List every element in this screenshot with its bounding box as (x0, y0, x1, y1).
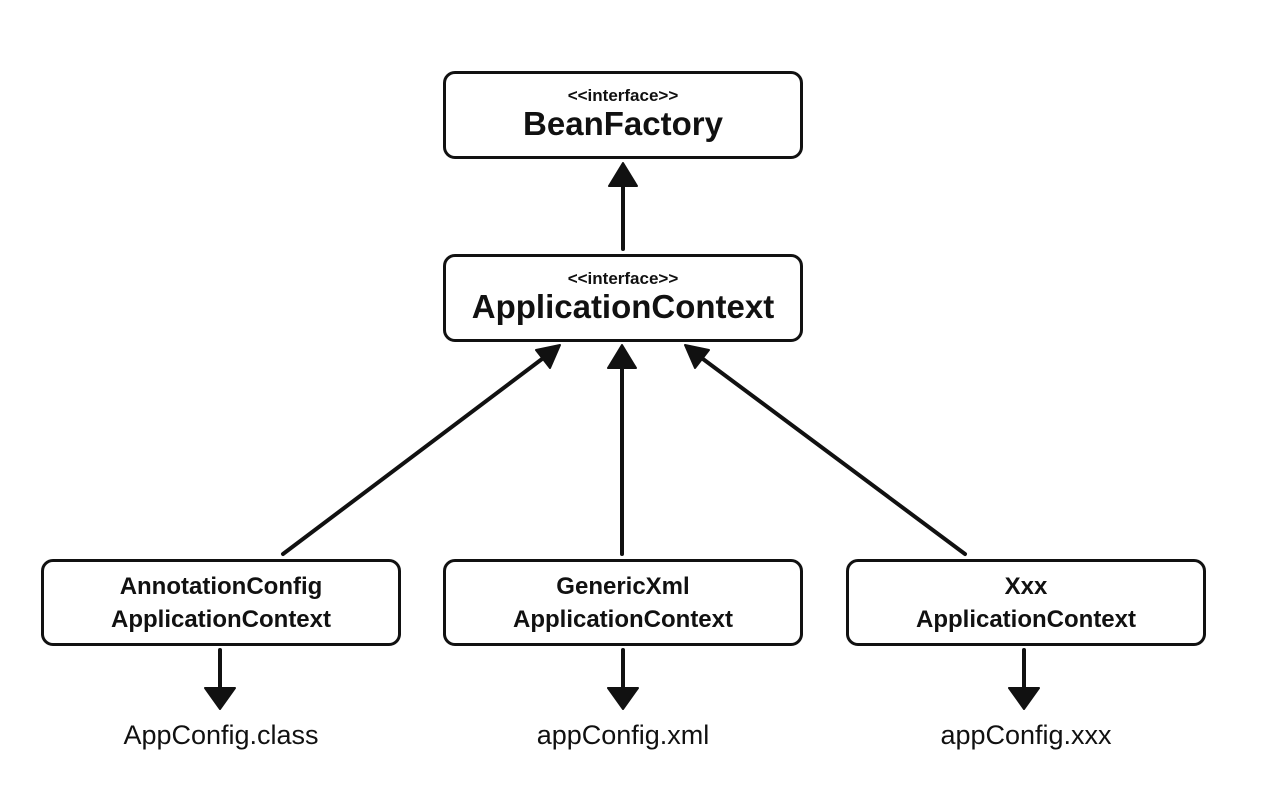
arrowhead-applicationcontext-left (535, 344, 561, 369)
class-name-line1: AnnotationConfig (119, 572, 323, 600)
applicationcontext-interface-box: <<interface>> ApplicationContext (443, 254, 803, 342)
config-source-label: appConfig.xxx (940, 720, 1112, 750)
arrowhead-beanfactory (608, 162, 638, 187)
beanfactory-interface-box: <<interface>> BeanFactory (443, 71, 803, 159)
config-source-label: AppConfig.class (123, 720, 319, 750)
class-name-line2: ApplicationContext (513, 605, 733, 633)
class-name-line1: Xxx (1004, 572, 1048, 600)
class-name-line2: ApplicationContext (111, 605, 331, 633)
arrowhead-annotation-config (204, 687, 236, 710)
interface-name: BeanFactory (523, 105, 723, 142)
class-name-line1: GenericXml (556, 572, 690, 600)
arrowhead-xxx-config (1008, 687, 1040, 710)
interface-stereotype: <<interface>> (567, 86, 679, 105)
annotationconfig-class-box: AnnotationConfig ApplicationContext (41, 559, 401, 646)
genericxml-class-box: GenericXml ApplicationContext (443, 559, 803, 646)
arrow-annotation-to-applicationcontext (281, 357, 544, 556)
xxx-class-box: Xxx ApplicationContext (846, 559, 1206, 646)
arrowhead-applicationcontext-center (607, 344, 637, 369)
arrowhead-applicationcontext-right (684, 344, 710, 369)
class-name-line2: ApplicationContext (916, 605, 1136, 633)
arrow-xxx-to-applicationcontext (701, 357, 967, 556)
arrowhead-genericxml-config (607, 687, 639, 710)
interface-stereotype: <<interface>> (567, 269, 679, 288)
config-source-label: appConfig.xml (536, 720, 710, 750)
interface-name: ApplicationContext (471, 288, 775, 325)
